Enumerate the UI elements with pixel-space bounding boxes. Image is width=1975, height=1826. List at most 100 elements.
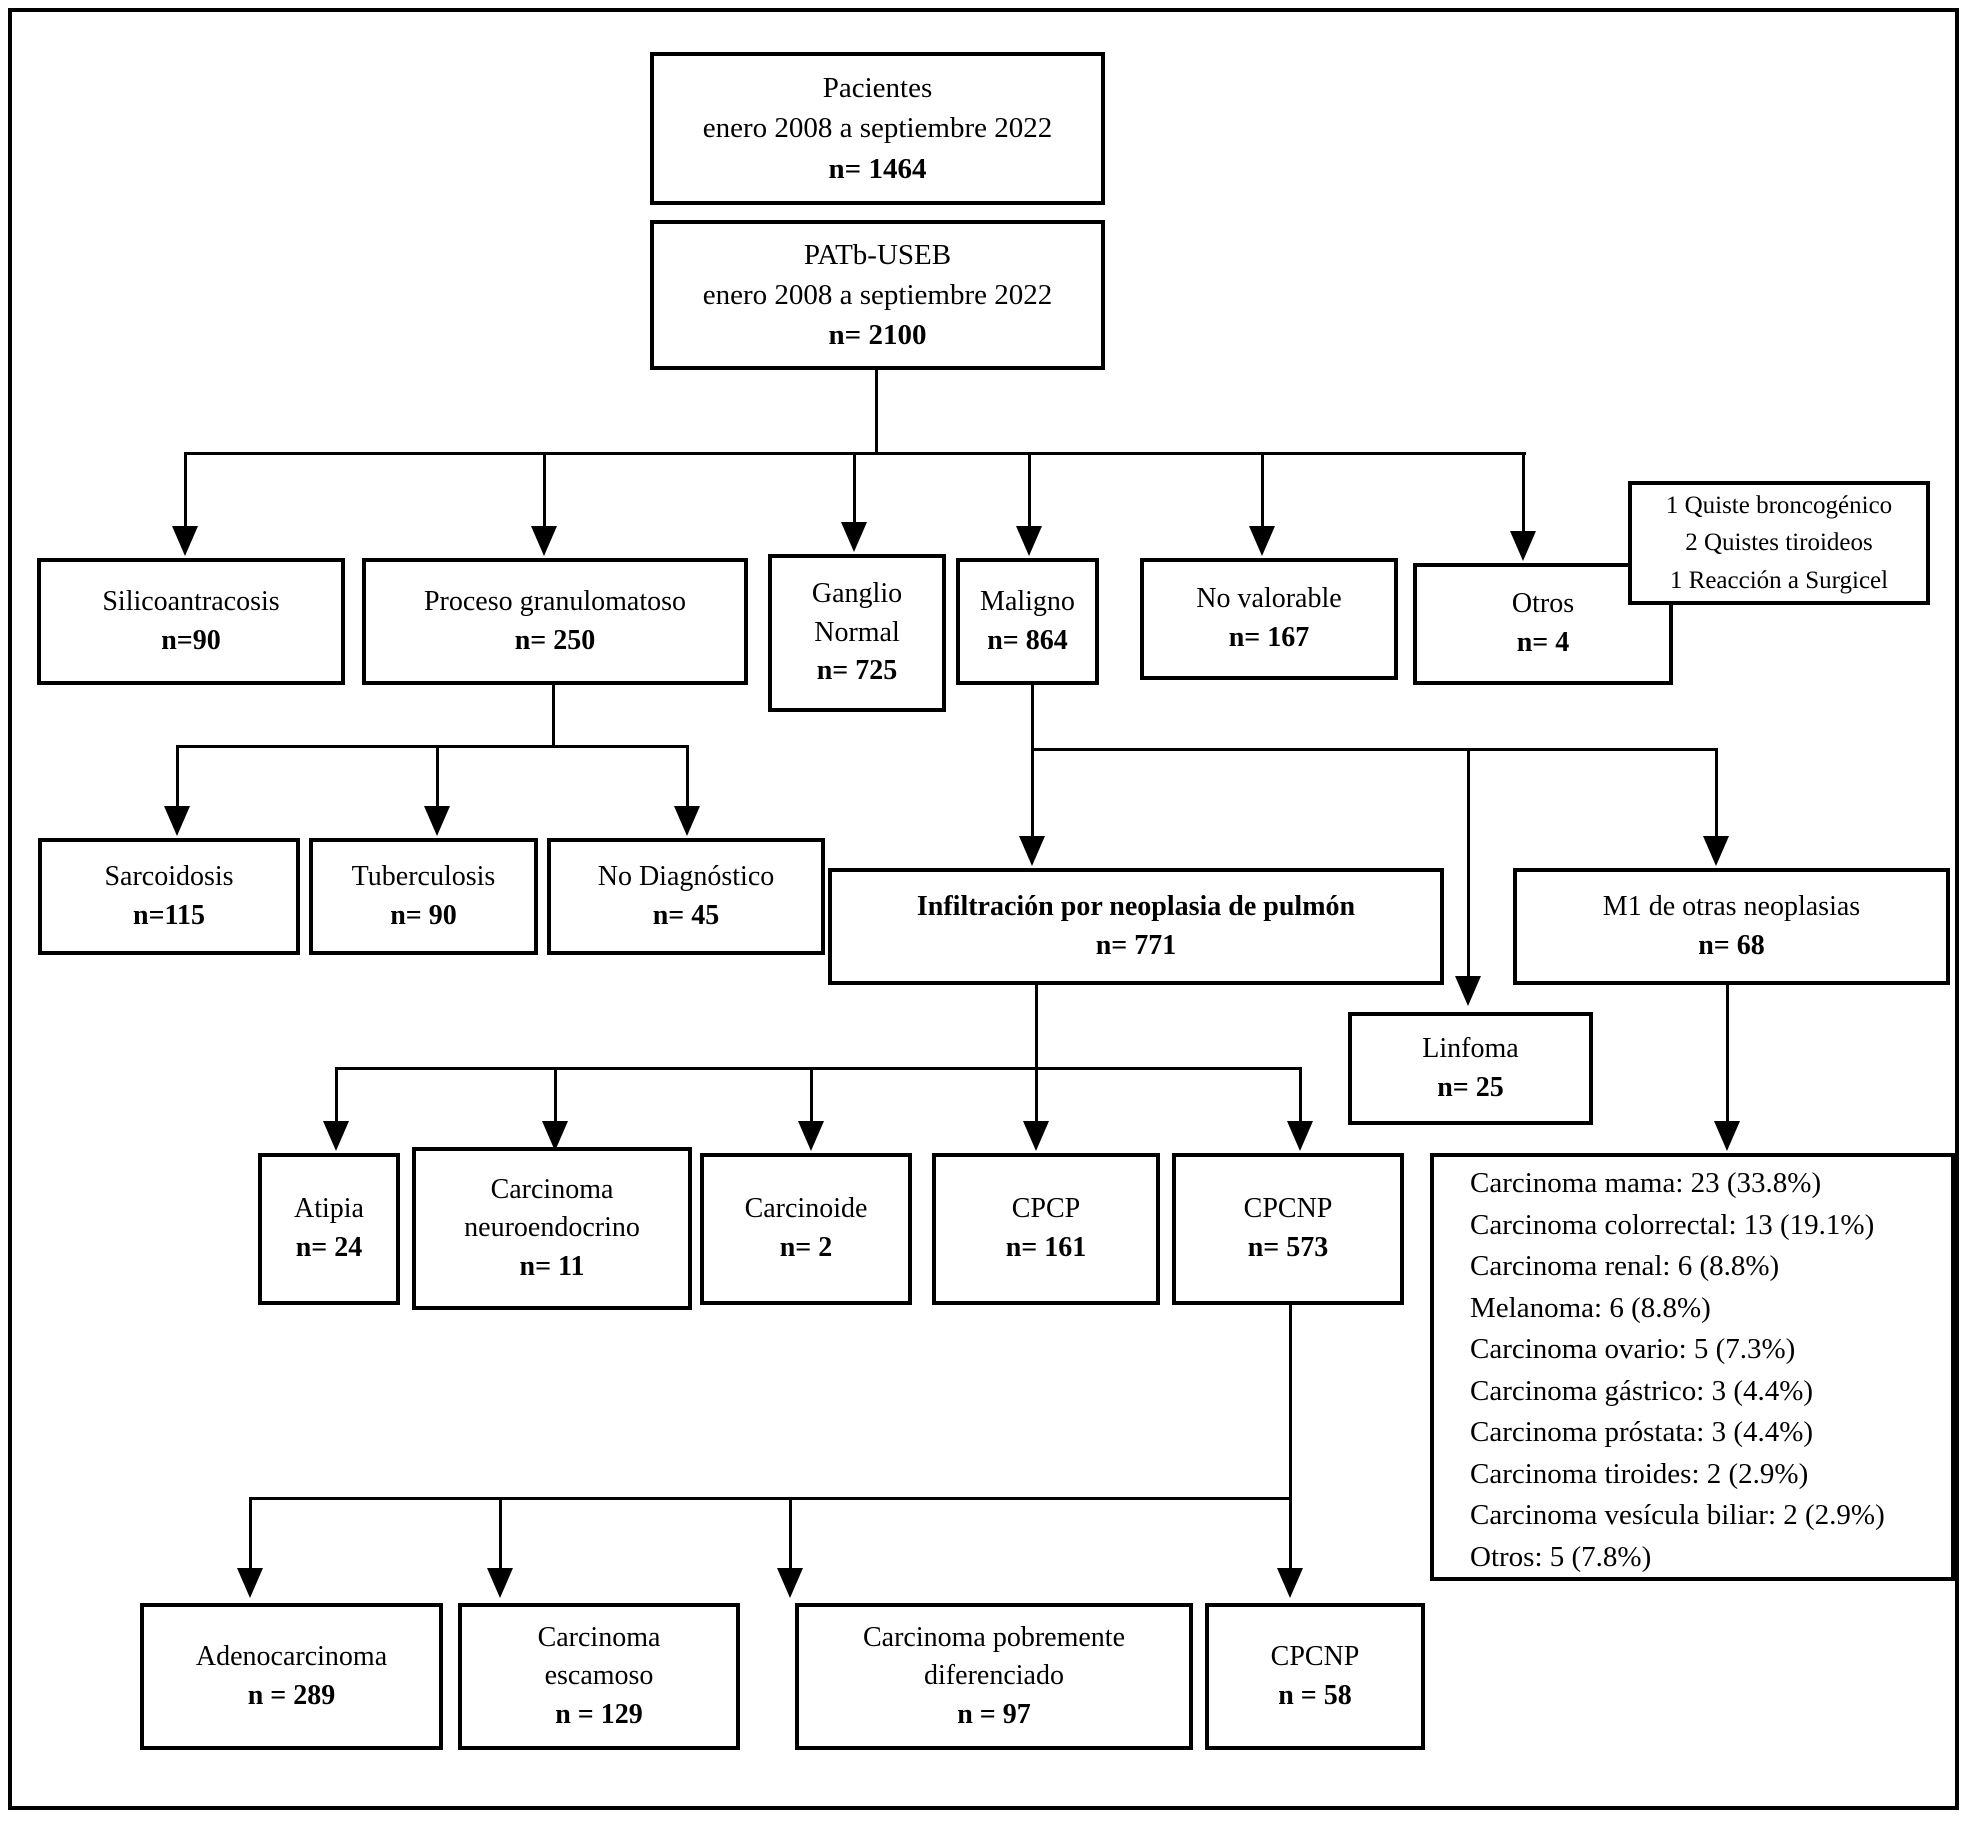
ganglio-normal-text: Ganglio xyxy=(811,578,903,610)
no-diagnostico-text: No Diagnóstico xyxy=(597,860,775,892)
connector-line xyxy=(1031,683,1034,838)
m1-otras-neoplasias-text: M1 de otras neoplasias xyxy=(1602,890,1861,922)
connector-line xyxy=(176,745,179,808)
arrowhead-icon xyxy=(841,522,867,552)
m1-desglose-text: Carcinoma vesícula biliar: 2 (2.9%) xyxy=(1470,1499,1885,1531)
silicoantracosis-box: Silicoantracosis n=90 xyxy=(37,558,345,685)
tuberculosis-text: n= 90 xyxy=(390,899,457,931)
m1-desglose-text: Carcinoma renal: 6 (8.8%) xyxy=(1470,1250,1780,1282)
otros-detalle-text: 2 Quistes tiroideos xyxy=(1685,529,1873,557)
arrowhead-icon xyxy=(531,526,557,556)
cpcnp-text: CPCNP xyxy=(1243,1193,1333,1225)
connector-line xyxy=(176,745,689,748)
m1-desglose-text: Carcinoma ovario: 5 (7.3%) xyxy=(1470,1333,1796,1365)
adenocarcinoma-text: Adenocarcinoma xyxy=(195,1640,388,1672)
connector-line xyxy=(436,745,439,808)
ganglio-normal-text: n= 725 xyxy=(816,655,898,687)
carcinoma-pobremente-diferenciado-text: diferenciado xyxy=(924,1660,1064,1692)
proceso-granulomatoso-text: Proceso granulomatoso xyxy=(423,585,687,617)
carcinoma-neuroendocrino-text: Carcinoma xyxy=(490,1173,614,1205)
arrowhead-icon xyxy=(164,806,190,836)
no-diagnostico-box: No Diagnóstico n= 45 xyxy=(547,838,825,955)
cpcp-box: CPCP n= 161 xyxy=(932,1153,1160,1305)
otros-detalle-box: 1 Quiste broncogénico 2 Quistes tiroideos… xyxy=(1628,481,1930,605)
m1-otras-neoplasias-text: n= 68 xyxy=(1698,929,1765,961)
arrowhead-icon xyxy=(542,1121,568,1151)
connector-line xyxy=(1726,981,1729,1123)
m1-desglose-text: Otros: 5 (7.8%) xyxy=(1470,1540,1652,1573)
connector-line xyxy=(1289,1303,1292,1570)
cpcnp-final-text: CPCNP xyxy=(1270,1640,1360,1672)
carcinoma-escamoso-box: Carcinoma escamoso n = 129 xyxy=(458,1603,740,1750)
connector-line xyxy=(853,452,856,524)
carcinoma-pobremente-diferenciado-text: Carcinoma pobremente xyxy=(862,1621,1125,1653)
tuberculosis-text: Tuberculosis xyxy=(351,860,496,892)
arrowhead-icon xyxy=(1714,1121,1740,1151)
connector-line xyxy=(184,452,187,528)
outer-frame-border xyxy=(8,8,1959,1810)
patb-useb-text: n= 2100 xyxy=(828,319,927,351)
connector-line xyxy=(543,452,546,528)
infiltracion-neoplasia-pulmon-text: Infiltración por neoplasia de pulmón xyxy=(916,890,1356,922)
arrowhead-icon xyxy=(1277,1568,1303,1598)
arrowhead-icon xyxy=(1287,1121,1313,1151)
connector-line xyxy=(810,1067,813,1123)
carcinoma-escamoso-text: escamoso xyxy=(544,1660,654,1692)
proceso-granulomatoso-box: Proceso granulomatoso n= 250 xyxy=(362,558,748,685)
cpcp-text: CPCP xyxy=(1011,1193,1081,1225)
carcinoma-pobremente-diferenciado-text: n = 97 xyxy=(957,1698,1031,1730)
patb-useb-text: enero 2008 a septiembre 2022 xyxy=(702,278,1053,311)
arrowhead-icon xyxy=(1023,1121,1049,1151)
m1-otras-neoplasias-box: M1 de otras neoplasias n= 68 xyxy=(1513,868,1950,985)
adenocarcinoma-text: n = 289 xyxy=(247,1679,336,1711)
carcinoide-text: n= 2 xyxy=(779,1232,833,1263)
carcinoma-escamoso-text: Carcinoma xyxy=(537,1621,661,1653)
linfoma-text: Linfoma xyxy=(1422,1032,1519,1064)
connector-line xyxy=(1715,748,1718,838)
connector-line xyxy=(335,1067,1302,1070)
connector-line xyxy=(1299,1067,1302,1123)
silicoantracosis-text: n=90 xyxy=(161,624,221,656)
otros-text: n= 4 xyxy=(1516,627,1570,658)
m1-desglose-text: Melanoma: 6 (8.8%) xyxy=(1470,1291,1711,1324)
sarcoidosis-text: n=115 xyxy=(133,899,205,931)
carcinoma-escamoso-text: n = 129 xyxy=(555,1698,643,1730)
arrowhead-icon xyxy=(237,1568,263,1598)
otros-detalle-text: 1 Quiste broncogénico xyxy=(1665,491,1893,519)
carcinoma-neuroendocrino-text: neuroendocrino xyxy=(464,1212,640,1244)
connector-line xyxy=(552,683,555,747)
silicoantracosis-text: Silicoantracosis xyxy=(102,585,280,617)
arrowhead-icon xyxy=(777,1568,803,1598)
otros-detalle-text: 1 Reacción a Surgicel xyxy=(1669,566,1889,594)
otros-text: Otros xyxy=(1511,588,1575,620)
pacientes-text: n= 1464 xyxy=(828,152,927,185)
connector-line xyxy=(335,1067,338,1123)
m1-desglose-box: Carcinoma mama: 23 (33.8%)Carcinoma colo… xyxy=(1430,1153,1955,1581)
m1-desglose-text: Carcinoma próstata: 3 (4.4%) xyxy=(1470,1416,1814,1448)
tuberculosis-box: Tuberculosis n= 90 xyxy=(309,838,538,955)
connector-line xyxy=(1031,748,1718,751)
m1-desglose-text: Carcinoma gástrico: 3 (4.4%) xyxy=(1470,1374,1814,1407)
connector-line xyxy=(789,1497,792,1570)
cpcp-text: n= 161 xyxy=(1005,1232,1087,1263)
proceso-granulomatoso-text: n= 250 xyxy=(514,624,596,656)
no-diagnostico-text: n= 45 xyxy=(652,899,720,931)
arrowhead-icon xyxy=(1249,526,1275,556)
arrowhead-icon xyxy=(1703,836,1729,866)
connector-line xyxy=(554,1067,557,1123)
sarcoidosis-box: Sarcoidosis n=115 xyxy=(38,838,300,955)
m1-desglose-text: Carcinoma colorrectal: 13 (19.1%) xyxy=(1470,1208,1875,1241)
sarcoidosis-text: Sarcoidosis xyxy=(104,860,234,892)
connector-line xyxy=(1522,452,1525,533)
arrowhead-icon xyxy=(1455,976,1481,1006)
arrowhead-icon xyxy=(424,806,450,836)
